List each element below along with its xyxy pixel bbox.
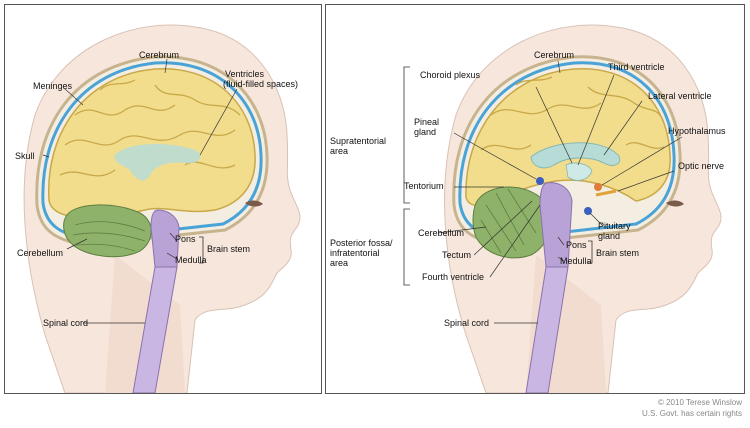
label-optic-nerve: Optic nerve <box>678 161 725 171</box>
cerebellum-folds <box>72 221 146 252</box>
cerebrum-folds <box>480 76 665 151</box>
label-supratentorial-area: area <box>330 146 349 156</box>
brain-stem-bracket <box>199 236 204 264</box>
cerebellum <box>63 204 152 258</box>
label-pituitary-gland: gland <box>598 231 621 241</box>
lateral-ventricle <box>530 142 621 169</box>
left-illustration-panel: Cerebrum Ventricles (fluid-filled spaces… <box>4 4 322 394</box>
posterior-fossa-bracket <box>403 208 410 286</box>
label-third-ventricle: Third ventricle <box>608 62 665 72</box>
label-ventricles: Ventricles <box>225 69 265 79</box>
label-pineal-gland: gland <box>414 127 437 137</box>
label-pineal: Pineal <box>414 117 440 127</box>
label-pituitary: Pituitary <box>598 221 631 231</box>
spinal-cord <box>132 266 178 393</box>
credit-rights: U.S. Govt. has certain rights <box>641 409 742 418</box>
label-cerebrum: Cerebrum <box>534 50 575 60</box>
label-skull: Skull <box>15 151 35 161</box>
label-meninges: Meninges <box>33 81 73 91</box>
brain-stem <box>539 182 573 268</box>
label-infratentorial: infratentorial <box>330 248 380 258</box>
label-spinal-cord: Spinal cord <box>444 318 490 328</box>
right-leader-lines <box>437 60 683 324</box>
left-leader-lines <box>42 58 238 324</box>
label-lateral-ventricle: Lateral ventricle <box>648 91 712 101</box>
label-tectum: Tectum <box>442 250 472 260</box>
left-brain-illustration <box>23 24 301 393</box>
label-pons: Pons <box>175 234 196 244</box>
label-cerebrum: Cerebrum <box>139 50 180 60</box>
label-brain-stem: Brain stem <box>596 248 640 258</box>
hypothalamus <box>594 183 602 191</box>
label-posterior-area: area <box>330 258 349 268</box>
pineal-gland <box>536 177 544 185</box>
label-fourth-ventricle: Fourth ventricle <box>422 272 485 282</box>
third-ventricle <box>565 162 593 181</box>
right-brain-illustration <box>403 24 722 393</box>
label-medulla: Medulla <box>560 256 592 266</box>
label-supratentorial: Supratentorial <box>330 136 387 146</box>
cerebrum-folds <box>59 79 241 177</box>
supratentorial-bracket <box>403 66 410 204</box>
spinal-cord <box>525 266 569 393</box>
brain-stem-bracket <box>588 240 593 264</box>
eye-icon <box>666 200 684 207</box>
label-spinal-cord: Spinal cord <box>43 318 89 328</box>
right-illustration-panel: Cerebrum Third ventricle Choroid plexus … <box>325 4 745 394</box>
label-pons: Pons <box>566 240 587 250</box>
optic-nerve <box>595 189 617 197</box>
cerebellum-folds <box>480 188 537 254</box>
label-brain-stem: Brain stem <box>207 244 251 254</box>
eye-icon <box>245 200 263 207</box>
ventricles <box>114 143 201 181</box>
label-choroid-plexus: Choroid plexus <box>420 70 481 80</box>
credit-copyright: © 2010 Terese Winslow <box>657 398 742 407</box>
label-cerebellum: Cerebellum <box>418 228 465 238</box>
label-hypothalamus: Hypothalamus <box>668 126 726 136</box>
label-medulla: Medulla <box>175 255 207 265</box>
label-posterior-fossa: Posterior fossa/ <box>330 238 393 248</box>
label-ventricles-sub: (fluid-filled spaces) <box>223 79 299 89</box>
label-cerebellum: Cerebellum <box>17 248 64 258</box>
label-tentorium: Tentorium <box>404 181 444 191</box>
